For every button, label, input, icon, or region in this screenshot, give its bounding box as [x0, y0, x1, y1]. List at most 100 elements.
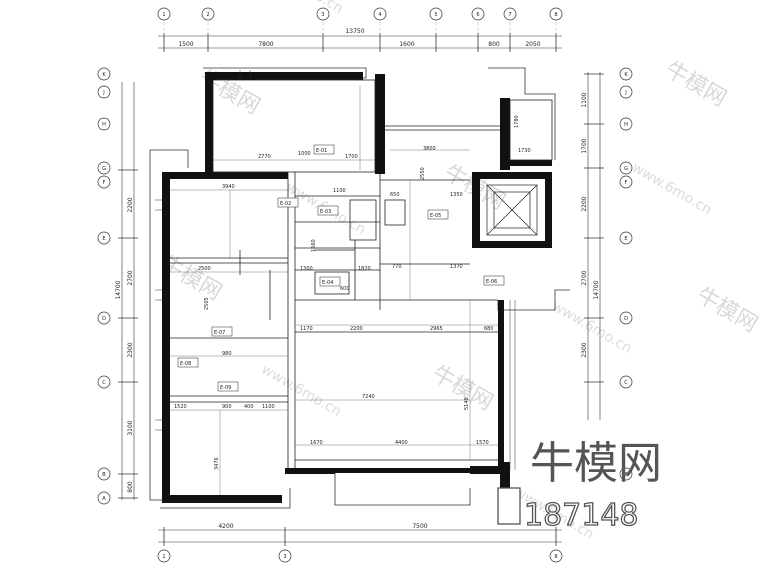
- watermark-url: www.6mo.cn: [629, 160, 714, 219]
- axis-label: B: [624, 472, 628, 478]
- interior-dimension: 2505: [204, 297, 210, 310]
- bottom-dimension: 4200: [218, 523, 233, 530]
- interior-dimension: 2770: [258, 154, 271, 160]
- interior-dimension: 400: [244, 404, 254, 410]
- interior-dimension: 1370: [450, 264, 463, 270]
- axis-label: H: [102, 122, 106, 128]
- axis-label: D: [624, 316, 628, 322]
- axis-label: G: [624, 166, 628, 172]
- watermark-text: 牛模网: [692, 283, 760, 338]
- watermark-text: 牛模网: [427, 361, 497, 416]
- left-dimension: 2700: [127, 270, 134, 285]
- axis-bubbles-top: [157, 7, 563, 21]
- interior-dimension: 1100: [262, 404, 275, 410]
- outer-outline: [149, 67, 570, 509]
- interior-dimension: 1730: [518, 148, 531, 154]
- interior-dimension: 3800: [423, 146, 436, 152]
- interior-dimension: 1000: [298, 151, 311, 157]
- axis-label: 1: [162, 12, 165, 18]
- interior-dimension: 980: [222, 351, 232, 357]
- top-dimension: 1500: [178, 41, 193, 48]
- right-dimension: 1100: [581, 92, 588, 107]
- top-dimension: 2050: [525, 41, 540, 48]
- axis-label: 4: [378, 12, 381, 18]
- dimension-ticks: [118, 33, 604, 546]
- axis-label: 2: [206, 12, 209, 18]
- axis-label: 3: [321, 12, 324, 18]
- interior-dimension: 2500: [198, 266, 211, 272]
- partition-lines: [170, 79, 553, 468]
- left-dimension: 2300: [127, 342, 134, 357]
- axis-label: 3: [283, 554, 286, 560]
- interior-dimension: 3940: [222, 184, 235, 190]
- room-tag: E-01: [316, 148, 327, 154]
- axis-label: A: [102, 496, 106, 502]
- right-dimension: 2700: [581, 270, 588, 285]
- axis-label: F: [625, 180, 628, 186]
- brand-logo-text: 牛模网: [530, 438, 662, 489]
- interior-dimension: 2200: [350, 326, 363, 332]
- interior-dimension: 1100: [333, 188, 346, 194]
- left-dimension: 2200: [127, 197, 134, 212]
- interior-dimension: 1700: [345, 154, 358, 160]
- top-total-dimension: 13750: [345, 28, 364, 35]
- axis-label: E: [624, 236, 627, 242]
- left-dimension: 3100: [127, 420, 134, 435]
- right-total-dimension: 14700: [593, 280, 600, 299]
- interior-dimension: 1570: [476, 440, 489, 446]
- interior-dimension: 600: [340, 286, 350, 292]
- watermark-url: www.6mo.cn: [259, 362, 344, 421]
- room-tag: E-03: [320, 209, 331, 215]
- axis-label: J: [102, 90, 104, 96]
- interior-dimension: 1560: [311, 239, 317, 252]
- axis-label: E: [102, 236, 105, 242]
- interior-dimension-lines: [170, 85, 498, 495]
- room-tag: E-06: [486, 279, 497, 285]
- room-tag-boxes: [177, 144, 505, 392]
- axis-grid-lines: [163, 22, 557, 36]
- axis-bubbles-bottom: [157, 549, 563, 563]
- structural-walls: [162, 72, 552, 503]
- bottom-dimension: 7500: [412, 523, 427, 530]
- axis-bubbles-left: [97, 67, 111, 505]
- axis-label: 6: [476, 12, 479, 18]
- right-dimension: 1700: [581, 138, 588, 153]
- elevator-shaft: [486, 184, 538, 236]
- brand-id: 187148: [524, 498, 639, 533]
- interior-dimension: 3476: [214, 457, 220, 470]
- interior-dimension: 900: [222, 404, 232, 410]
- room-tag: E-07: [214, 330, 225, 336]
- axis-bubbles-right: [619, 67, 633, 481]
- interior-dimension: 1670: [310, 440, 323, 446]
- interior-dimension: 4400: [395, 440, 408, 446]
- axis-label: J: [624, 90, 626, 96]
- room-tag: E-08: [180, 361, 191, 367]
- interior-dimension: 1300: [300, 266, 313, 272]
- interior-dimension: 650: [390, 192, 400, 198]
- top-dimension: 1600: [399, 41, 414, 48]
- interior-dimension: 2965: [430, 326, 443, 332]
- axis-label: 7: [508, 12, 511, 18]
- axis-label: 8: [554, 554, 557, 560]
- interior-dimension: 1780: [514, 115, 520, 128]
- top-dimension: 800: [488, 41, 500, 48]
- room-tag: E-09: [220, 385, 231, 391]
- window-hatching: [155, 70, 516, 470]
- interior-dimension: 1350: [450, 192, 463, 198]
- interior-dimension: 1170: [300, 326, 313, 332]
- axis-label: 8: [554, 12, 557, 18]
- dimension-lines: [121, 35, 601, 543]
- axis-label: K: [102, 72, 106, 78]
- left-total-dimension: 14700: [115, 280, 122, 299]
- interior-dimension: 1820: [358, 266, 371, 272]
- axis-label: K: [624, 72, 628, 78]
- axis-label: C: [624, 380, 628, 386]
- axis-label: 5: [434, 12, 437, 18]
- top-dimension: 7800: [258, 41, 273, 48]
- interior-dimension: 7240: [362, 394, 375, 400]
- room-tag: E-04: [322, 280, 333, 286]
- watermark-text: 牛模网: [661, 57, 731, 112]
- interior-dimension: 1520: [174, 404, 187, 410]
